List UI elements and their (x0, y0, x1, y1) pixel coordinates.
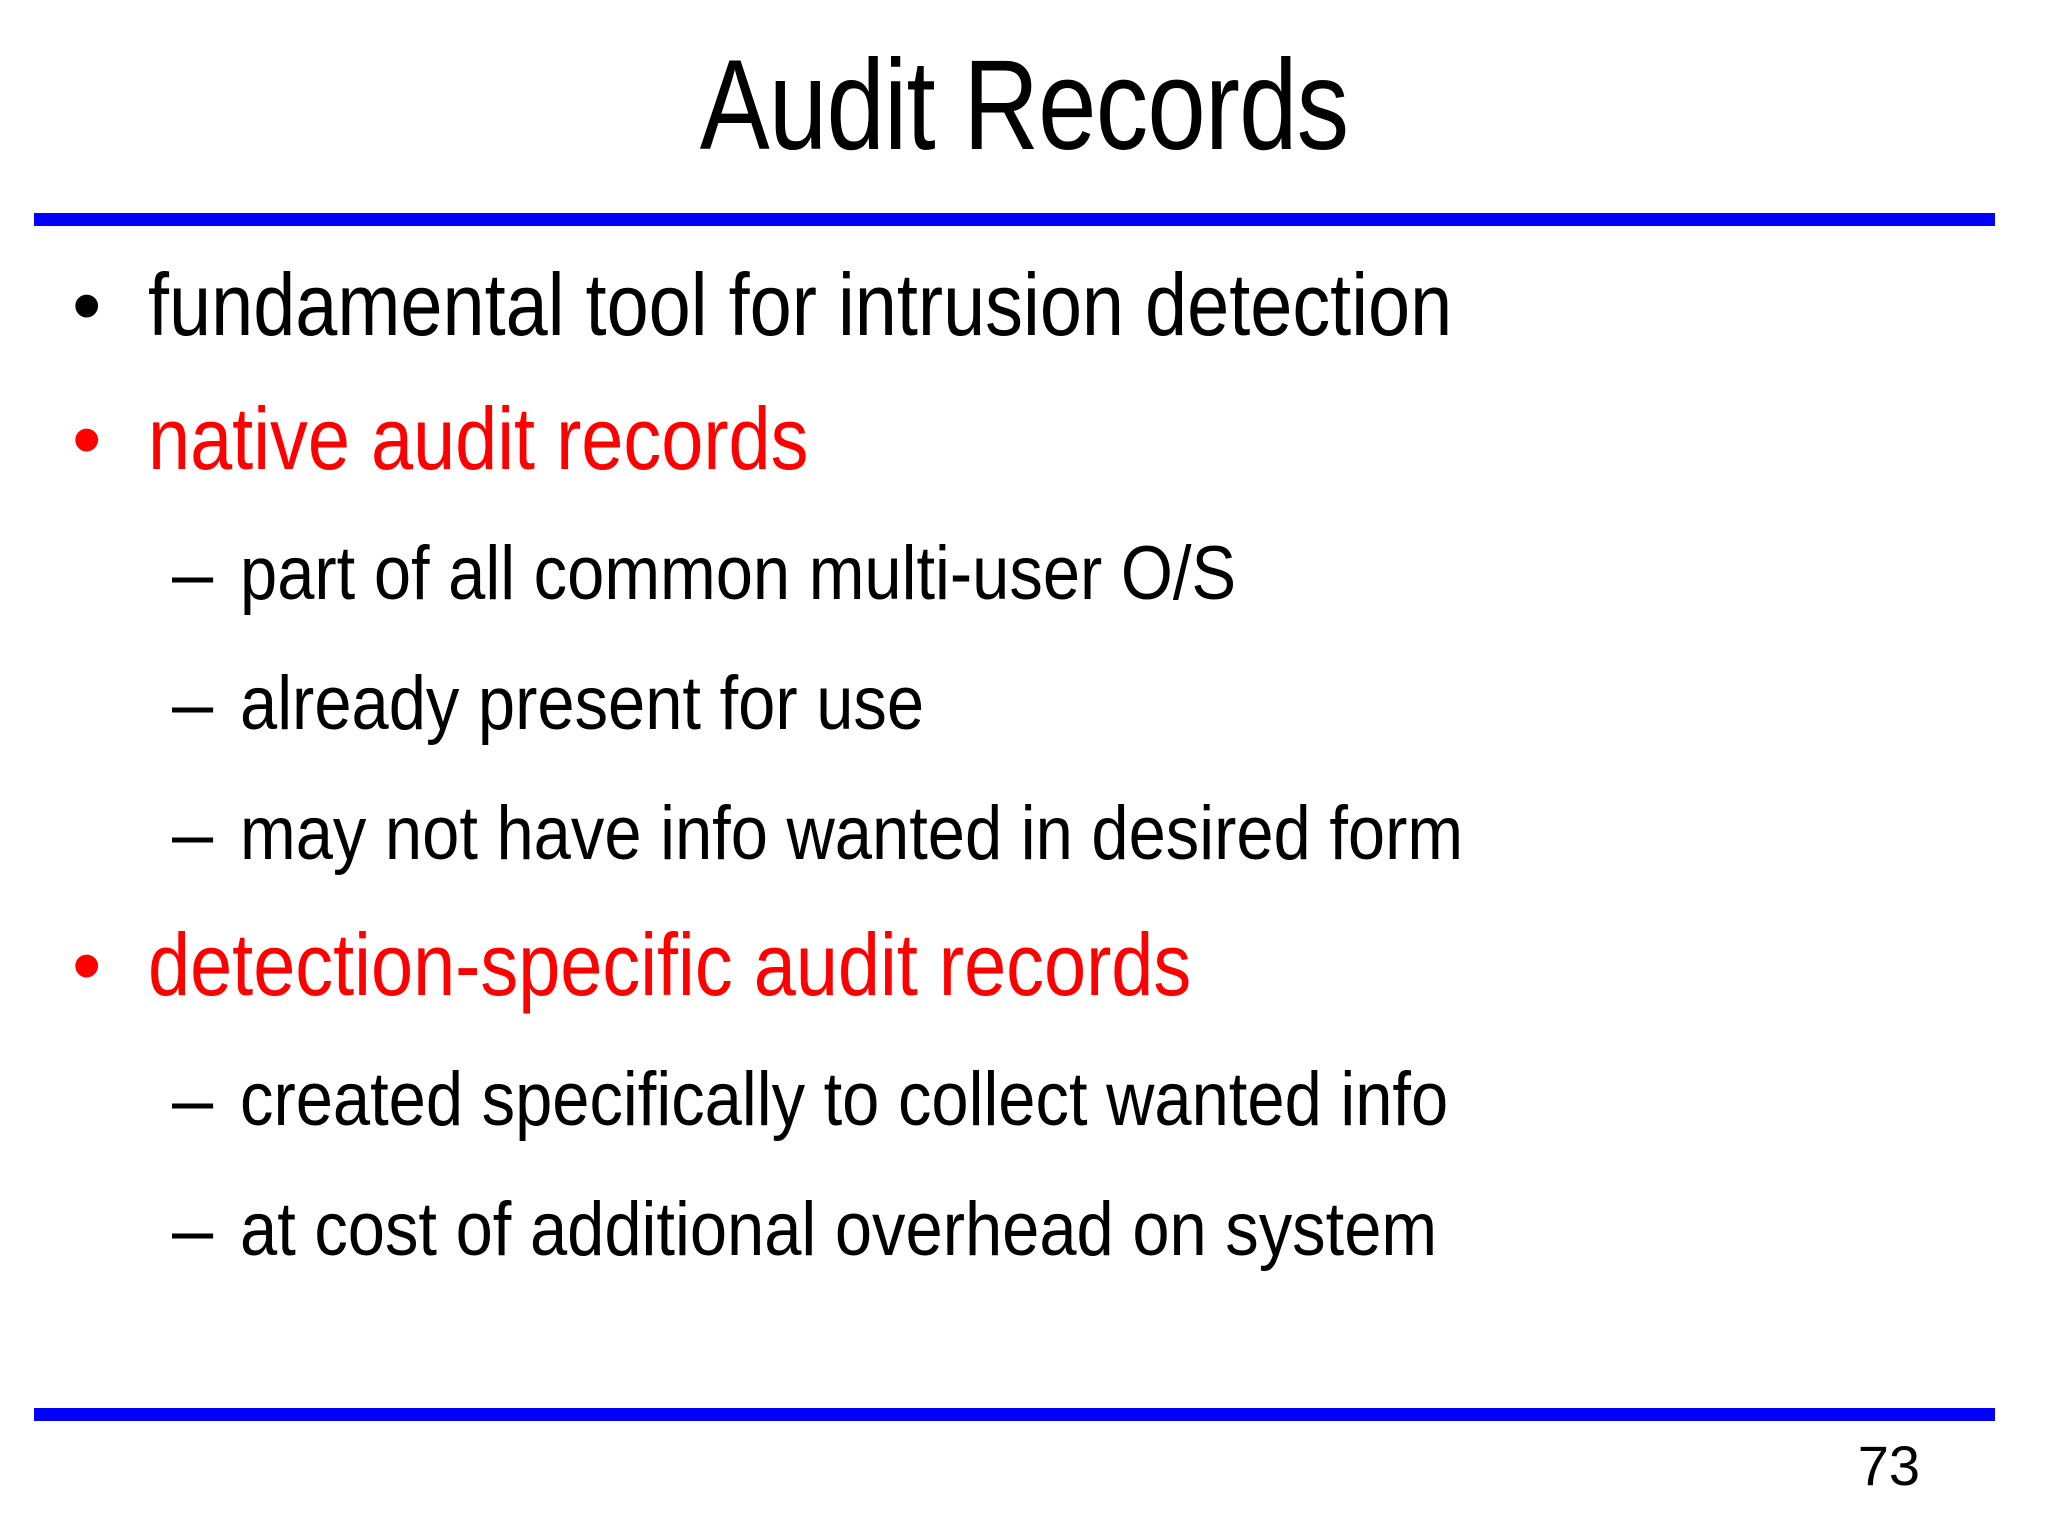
sub-list-item: – at cost of additional overhead on syst… (0, 1165, 2048, 1295)
bullet-dash-icon: – (172, 662, 214, 745)
list-item-label: fundamental tool for intrusion detection (148, 255, 1453, 354)
title-divider-rule-top (34, 213, 1995, 226)
list-item: • detection-specific audit records (0, 895, 2048, 1035)
bullet-dot-icon: • (72, 392, 102, 486)
sub-list-item: – may not have info wanted in desired fo… (0, 769, 2048, 899)
page-title: Audit Records (699, 34, 1349, 177)
footer-divider-rule-bottom (34, 1408, 1995, 1421)
bullet-dot-icon: • (72, 258, 102, 352)
sub-list-item-label: part of all common multi-user O/S (240, 531, 1237, 616)
sub-list-item-label: may not have info wanted in desired form (240, 791, 1464, 876)
slide-body-bullet-list: • fundamental tool for intrusion detecti… (0, 229, 2048, 1295)
sub-list-item-label: at cost of additional overhead on system (240, 1187, 1438, 1272)
bullet-dash-icon: – (172, 792, 214, 875)
sub-list-item-label: already present for use (240, 661, 925, 746)
page-number: 73 (1857, 1434, 1920, 1497)
bullet-dash-icon: – (172, 1058, 214, 1141)
sub-list-item: – already present for use (0, 639, 2048, 769)
bullet-dash-icon: – (172, 1188, 214, 1271)
sub-list-item: – created specifically to collect wanted… (0, 1035, 2048, 1165)
list-item-label: detection-specific audit records (148, 915, 1192, 1014)
sub-list-item: – part of all common multi-user O/S (0, 509, 2048, 639)
bullet-dot-icon: • (72, 918, 102, 1012)
list-item: • native audit records (0, 369, 2048, 509)
bullet-dash-icon: – (172, 532, 214, 615)
list-item: • fundamental tool for intrusion detecti… (0, 235, 2048, 375)
sub-list-item-label: created specifically to collect wanted i… (240, 1057, 1449, 1142)
list-item-label: native audit records (148, 389, 809, 488)
